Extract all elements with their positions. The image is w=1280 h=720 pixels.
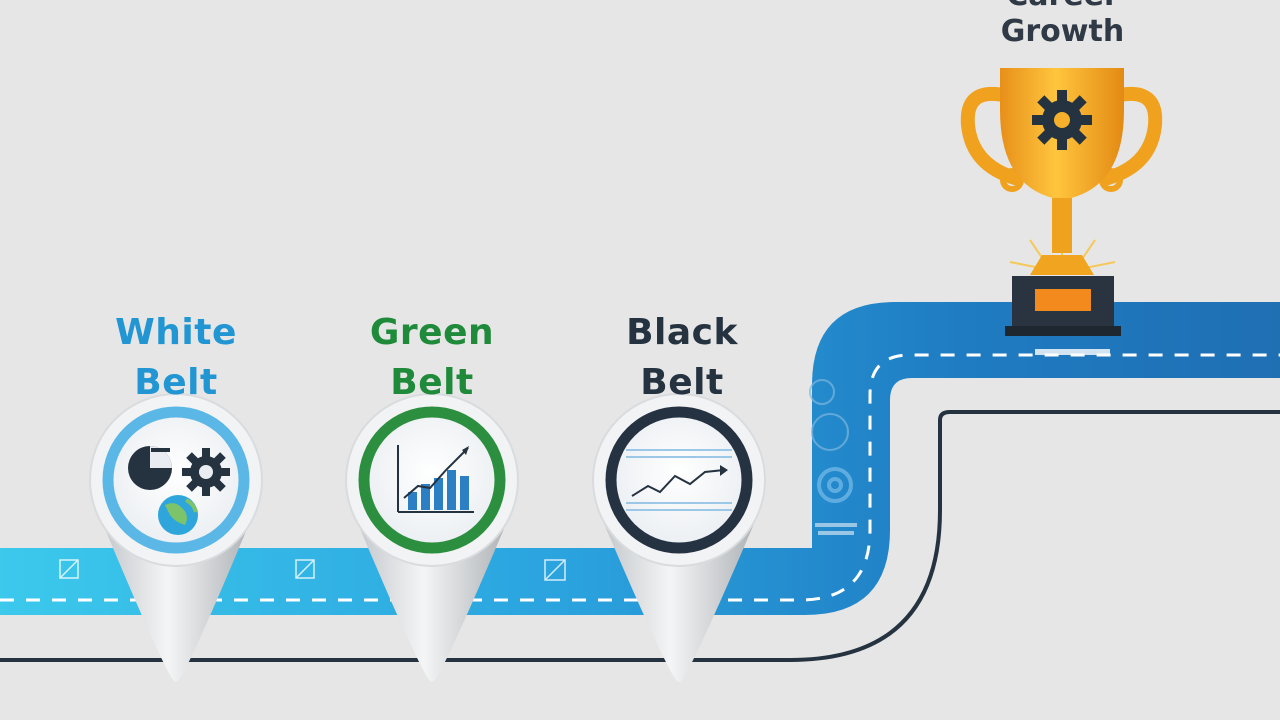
goal-label-line2: Growth <box>1000 14 1125 49</box>
milestone-label-line2: Belt <box>390 362 474 403</box>
milestone-label-line2: Belt <box>640 362 724 403</box>
milestone-pin-white-belt <box>89 393 263 682</box>
trophy-road-small-text <box>1035 349 1110 355</box>
gear-icon <box>1032 90 1092 150</box>
milestone-label-white-belt: White Belt <box>76 308 276 408</box>
milestone-label-green-belt: Green Belt <box>332 308 532 408</box>
line-chart-trend-icon <box>626 449 732 511</box>
trophy-icon <box>960 68 1163 336</box>
outline-track <box>0 410 1280 662</box>
goal-label-line1: Career <box>960 0 1165 14</box>
road-marker-icon <box>59 559 79 579</box>
faint-gear-icon <box>817 467 853 503</box>
goal-label: Career Growth <box>960 0 1165 50</box>
pie-chart-gear-globe-icon <box>128 446 230 535</box>
road-lane-dashes <box>0 353 1280 602</box>
milestone-label-line1: Black <box>626 312 738 353</box>
bar-chart-growth-icon <box>397 445 474 513</box>
milestone-label-line1: Green <box>369 312 495 353</box>
road-small-text <box>815 523 857 535</box>
milestone-label-line2: Belt <box>134 362 218 403</box>
milestone-label-black-belt: Black Belt <box>582 308 782 408</box>
milestone-pin-green-belt <box>345 393 519 682</box>
milestone-label-line1: White <box>115 312 237 353</box>
road-marker-icon <box>544 559 566 581</box>
faint-circle-icon <box>809 379 849 451</box>
milestone-pin-black-belt <box>592 393 766 682</box>
road-marker-icon <box>295 559 315 579</box>
